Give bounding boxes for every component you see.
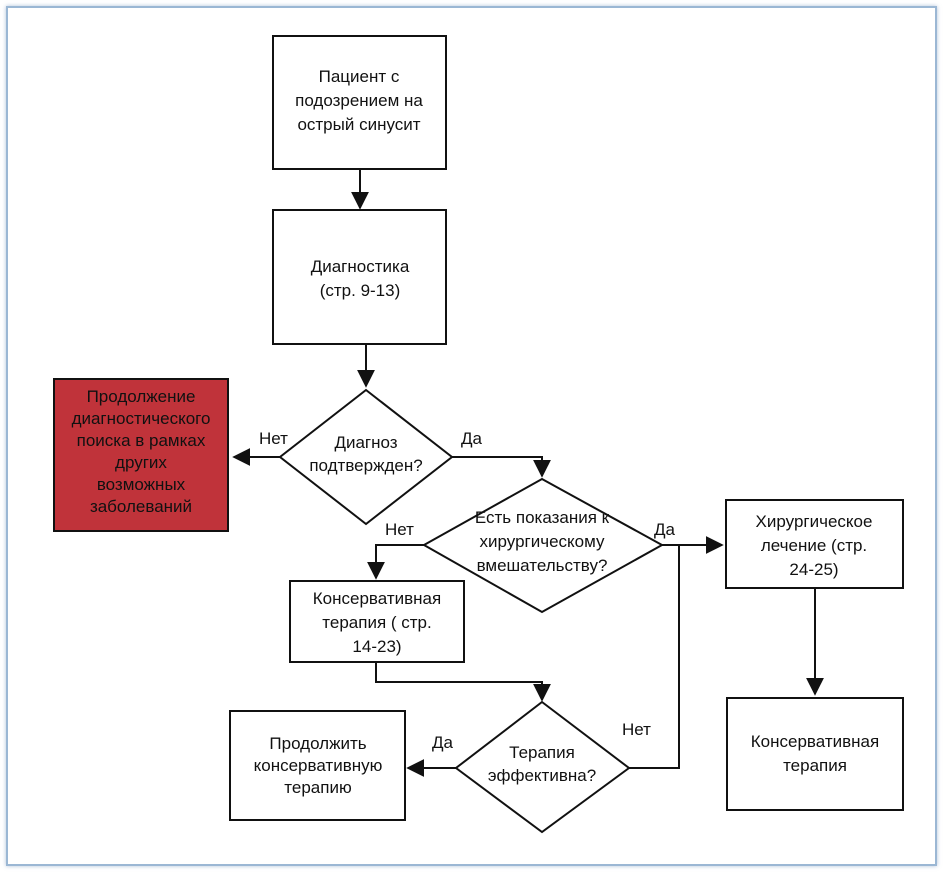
svg-text:поиска в рамках: поиска в рамках (77, 431, 206, 450)
connectors (232, 170, 824, 777)
continue-conservative-line-3: терапию (284, 778, 352, 797)
svg-text:Пациент с: Пациент с (319, 67, 400, 86)
surgical-treatment-box: Хирургическое лечение (стр. 24-25) (725, 499, 904, 589)
svg-text:Продолжить: Продолжить (269, 734, 366, 753)
svg-text:(стр. 9-13): (стр. 9-13) (320, 281, 401, 300)
svg-text:хирургическому: хирургическому (480, 532, 605, 551)
arrow-surgery-no (367, 544, 424, 580)
diagnostics-line-2: (стр. 9-13) (320, 281, 401, 300)
diagnostics-box: Диагностика (стр. 9-13) (272, 209, 447, 345)
surgical-line-1: Хирургическое (756, 512, 873, 531)
continue-conservative-box: Продолжить консервативную терапию (229, 710, 406, 821)
arrow-diagnosis-yes (452, 456, 551, 478)
svg-text:лечение (стр.: лечение (стр. (761, 536, 867, 555)
svg-text:Да: Да (432, 733, 454, 752)
continue-search-line-6: заболеваний (90, 497, 192, 516)
svg-text:терапию: терапию (284, 778, 352, 797)
svg-text:вмешательству?: вмешательству? (477, 556, 608, 575)
svg-text:подтвержден?: подтвержден? (309, 456, 422, 475)
svg-text:Диагноз: Диагноз (334, 433, 397, 452)
start-line-3: острый синусит (297, 115, 420, 134)
svg-text:терапия ( стр.: терапия ( стр. (322, 613, 431, 632)
svg-text:24-25): 24-25) (789, 560, 838, 579)
continue-search-line-1: Продолжение (87, 387, 196, 406)
surgical-line-3: 24-25) (789, 560, 838, 579)
line-effective-no (629, 545, 680, 769)
conservative-line-3: 14-23) (352, 637, 401, 656)
continue-search-line-5: возможных (97, 475, 186, 494)
svg-text:Нет: Нет (385, 520, 414, 539)
decision-diagnosis: Диагноз подтвержден? (278, 388, 454, 526)
label-surgery-no: Нет (385, 520, 414, 539)
continue-conservative-line-1: Продолжить (269, 734, 366, 753)
conservative-final-line-1: Консервативная (751, 732, 879, 751)
start-line-1: Пациент с (319, 67, 400, 86)
decision-surgery-line-3: вмешательству? (477, 556, 608, 575)
svg-text:Терапия: Терапия (509, 743, 575, 762)
svg-text:Есть показания к: Есть показания к (475, 508, 610, 527)
conservative-line-1: Консервативная (313, 589, 441, 608)
label-diagnosis-no: Нет (259, 429, 288, 448)
label-diagnosis-yes: Да (461, 429, 483, 448)
svg-text:Хирургическое: Хирургическое (756, 512, 873, 531)
arrow-conservative-to-effective (375, 662, 551, 702)
continue-search-box: Продолжение диагностического поиска в ра… (53, 378, 229, 532)
svg-text:Да: Да (461, 429, 483, 448)
decision-surgery-line-1: Есть показания к (475, 508, 610, 527)
continue-conservative-line-2: консервативную (254, 756, 383, 775)
surgical-line-2: лечение (стр. (761, 536, 867, 555)
decision-diagnosis-line-1: Диагноз (334, 433, 397, 452)
svg-text:Консервативная: Консервативная (313, 589, 441, 608)
svg-text:подозрением на: подозрением на (295, 91, 423, 110)
svg-text:Продолжение: Продолжение (87, 387, 196, 406)
continue-search-line-2: диагностического (72, 409, 211, 428)
decision-effective-line-2: эффективна? (488, 766, 596, 785)
svg-text:Диагностика: Диагностика (311, 257, 410, 276)
conservative-therapy-final-box: Консервативная терапия (726, 697, 904, 811)
diagnostics-line-1: Диагностика (311, 257, 410, 276)
svg-text:острый синусит: острый синусит (297, 115, 420, 134)
svg-text:консервативную: консервативную (254, 756, 383, 775)
svg-text:заболеваний: заболеваний (90, 497, 192, 516)
decision-effective-line-1: Терапия (509, 743, 575, 762)
highlight-box (53, 378, 229, 532)
continue-search-line-4: других (115, 453, 167, 472)
continue-search-line-3: поиска в рамках (77, 431, 206, 450)
decision-diagnosis-line-2: подтвержден? (309, 456, 422, 475)
label-surgery-yes: Да (654, 520, 676, 539)
svg-text:эффективна?: эффективна? (488, 766, 596, 785)
decision-effective: Терапия эффективна? (454, 700, 631, 834)
decision-surgery: Есть показания к хирургическому вмешател… (421, 477, 665, 614)
svg-text:Нет: Нет (622, 720, 651, 739)
conservative-therapy-box: Консервативная терапия ( стр. 14-23) (289, 580, 465, 663)
svg-text:Да: Да (654, 520, 676, 539)
start-line-2: подозрением на (295, 91, 423, 110)
edge-labels: Нет Да Нет Да Да Нет (259, 429, 676, 752)
svg-text:Нет: Нет (259, 429, 288, 448)
start-box: Пациент с подозрением на острый синусит (272, 35, 447, 170)
svg-text:терапия: терапия (783, 756, 847, 775)
conservative-line-2: терапия ( стр. (322, 613, 431, 632)
conservative-final-line-2: терапия (783, 756, 847, 775)
label-effective-yes: Да (432, 733, 454, 752)
decision-surgery-line-2: хирургическому (480, 532, 605, 551)
svg-text:других: других (115, 453, 167, 472)
svg-text:возможных: возможных (97, 475, 186, 494)
svg-text:диагностического: диагностического (72, 409, 211, 428)
svg-text:Консервативная: Консервативная (751, 732, 879, 751)
label-effective-no: Нет (622, 720, 651, 739)
svg-text:14-23): 14-23) (352, 637, 401, 656)
